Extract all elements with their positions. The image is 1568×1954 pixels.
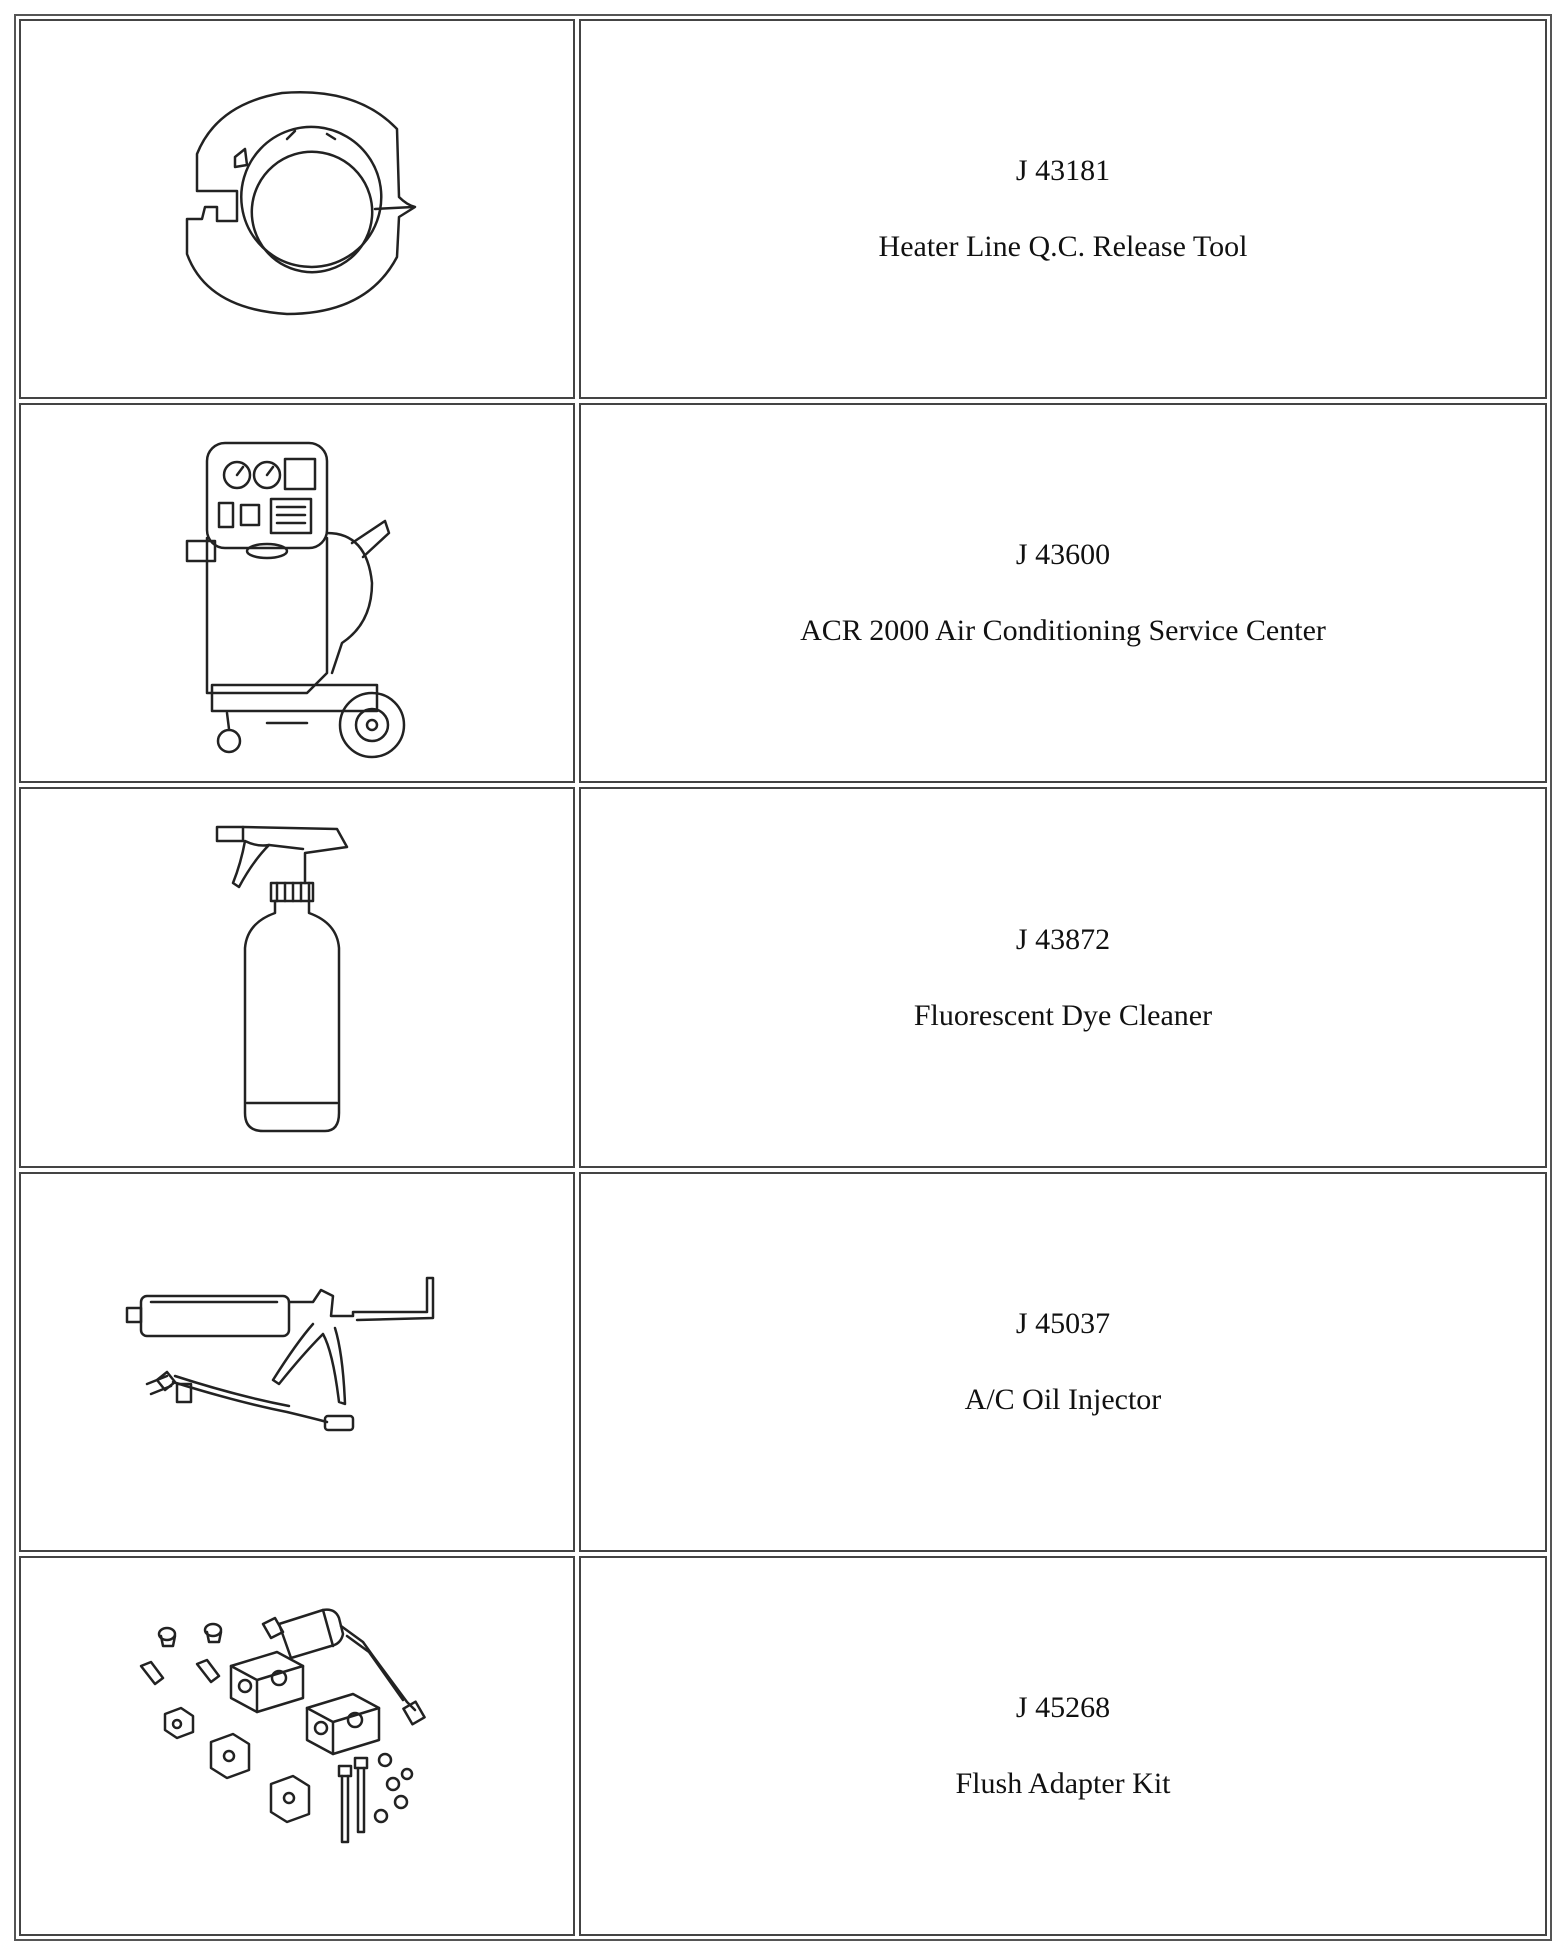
oil-injector-icon — [125, 1276, 435, 1431]
table-row: J 43600 ACR 2000 Air Conditioning Servic… — [19, 403, 1547, 784]
tool-image-cell — [19, 787, 575, 1168]
tool-name: Heater Line Q.C. Release Tool — [878, 230, 1248, 264]
tool-info-cell: J 45037 A/C Oil Injector — [579, 1171, 1547, 1552]
tool-image-cell — [19, 19, 575, 400]
tool-info-cell: J 45268 Flush Adapter Kit — [579, 1555, 1547, 1937]
table-row: J 43181 Heater Line Q.C. Release Tool — [19, 19, 1547, 400]
table-row: J 43872 Fluorescent Dye Cleaner — [19, 787, 1547, 1168]
tool-image-cell — [19, 1171, 575, 1552]
service-center-icon — [185, 442, 406, 759]
tool-name: Flush Adapter Kit — [955, 1766, 1171, 1800]
tool-name: A/C Oil Injector — [964, 1382, 1162, 1416]
part-number: J 43600 — [1015, 538, 1111, 572]
adapter-kit-icon — [139, 1608, 426, 1844]
part-number: J 45037 — [1015, 1306, 1111, 1340]
table-row: J 45037 A/C Oil Injector — [19, 1171, 1547, 1552]
part-number: J 45268 — [1015, 1690, 1111, 1724]
table-row: J 45268 Flush Adapter Kit — [19, 1555, 1547, 1937]
part-number: J 43872 — [1015, 922, 1111, 956]
tool-table: J 43181 Heater Line Q.C. Release Tool — [14, 14, 1552, 1941]
tool-info-cell: J 43181 Heater Line Q.C. Release Tool — [579, 19, 1547, 400]
tool-info-cell: J 43600 ACR 2000 Air Conditioning Servic… — [579, 403, 1547, 784]
tool-name: ACR 2000 Air Conditioning Service Center — [800, 614, 1326, 648]
tool-name: Fluorescent Dye Cleaner — [913, 998, 1213, 1032]
part-number: J 43181 — [1015, 154, 1111, 188]
tool-image-cell — [19, 1555, 575, 1937]
tool-image-cell — [19, 403, 575, 784]
release-tool-icon — [185, 91, 417, 316]
spray-bottle-icon — [215, 825, 349, 1132]
tool-info-cell: J 43872 Fluorescent Dye Cleaner — [579, 787, 1547, 1168]
